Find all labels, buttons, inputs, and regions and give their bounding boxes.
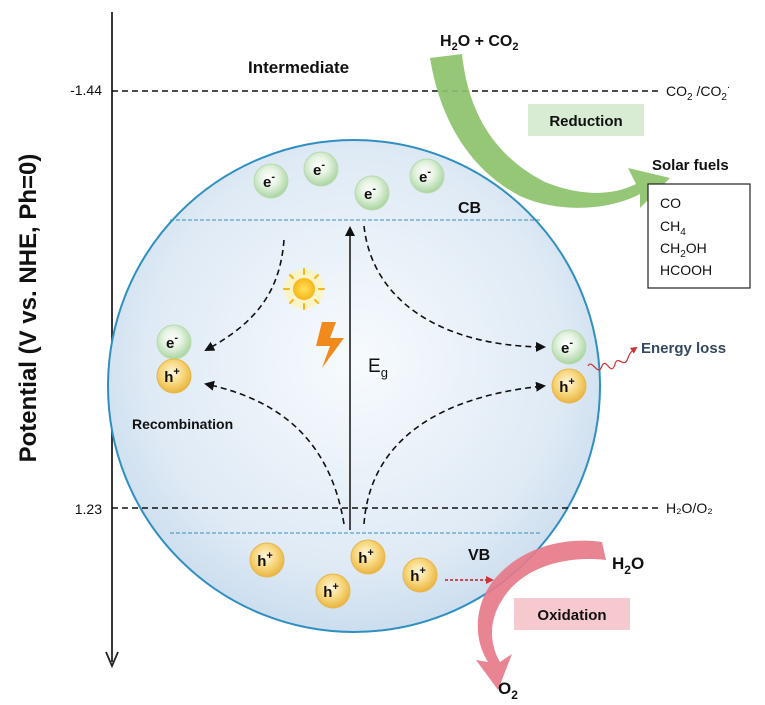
- lightning-icon: [316, 322, 344, 368]
- svg-text:h+: h+: [559, 376, 575, 396]
- intermediate-label: Intermediate: [248, 58, 349, 77]
- solar-fuel-item: CH4: [660, 218, 686, 238]
- sun-icon: [283, 268, 325, 310]
- svg-text:e-: e-: [263, 171, 275, 191]
- oxidation-arrow: [476, 540, 606, 690]
- svg-text:h+: h+: [323, 581, 339, 601]
- oxidation-label: Oxidation: [537, 607, 606, 624]
- electron-particle: e-: [409, 158, 445, 194]
- solar-fuels-title: Solar fuels: [652, 157, 729, 174]
- electron-particle: e-: [354, 175, 390, 211]
- tick-label-bottom: 1.23: [75, 501, 102, 517]
- hole-particle: h+: [315, 573, 351, 609]
- axis-label: Potential (V vs. NHE, Ph=0): [15, 154, 42, 463]
- hole-particle: h+: [551, 368, 587, 404]
- electron-particle: e-: [303, 151, 339, 187]
- right-pair: e- h+: [551, 329, 587, 404]
- solar-fuel-item: CO: [660, 195, 681, 211]
- energy-loss-label: Energy loss: [641, 340, 726, 357]
- electron-particle: e-: [253, 163, 289, 199]
- solar-fuel-item: HCOOH: [660, 262, 712, 278]
- svg-text:e-: e-: [561, 337, 573, 357]
- energy-loss-squiggle: [587, 346, 638, 371]
- vb-holes: h+ h+ h+ h+: [249, 539, 438, 609]
- cb-to-left-path: [204, 239, 285, 351]
- svg-text:h+: h+: [164, 366, 180, 386]
- svg-text:e-: e-: [313, 159, 325, 179]
- vb-to-left-path: [204, 380, 345, 525]
- reduction-arrow: [430, 54, 670, 208]
- cb-electrons: e- e- e- e-: [253, 151, 445, 211]
- oxidation-label-box: [514, 598, 630, 630]
- vb-to-right-path: [363, 381, 546, 525]
- co2-level-label: CO2 /CO2·: [666, 82, 730, 103]
- semiconductor-sphere: [107, 139, 601, 633]
- vb-label: VB: [468, 547, 490, 564]
- reduction-label-box: [528, 104, 644, 136]
- cb-label: CB: [458, 200, 481, 217]
- reduction-label: Reduction: [549, 113, 622, 130]
- tick-label-top: -1.44: [70, 82, 102, 98]
- hole-particle: h+: [402, 557, 438, 593]
- recombination-label: Recombination: [132, 416, 233, 432]
- left-pair: e- h+: [156, 324, 192, 394]
- water-label: H2O: [612, 554, 644, 577]
- hole-particle: h+: [350, 539, 386, 575]
- svg-text:e-: e-: [364, 183, 376, 203]
- svg-text:e-: e-: [166, 332, 178, 352]
- cb-to-right-path: [363, 225, 546, 352]
- hole-particle: h+: [156, 358, 192, 394]
- bandgap-label: Eg: [368, 356, 388, 380]
- charge-transfer-paths: [204, 225, 546, 525]
- electron-particle: e-: [156, 324, 192, 360]
- solar-fuel-item: CH2OH: [660, 240, 707, 260]
- h2o-o2-level-label: H₂O/O₂: [666, 500, 713, 516]
- potential-axis: Potential (V vs. NHE, Ph=0) -1.44 1.23: [15, 12, 119, 669]
- solar-fuels-box: [647, 183, 751, 289]
- svg-text:e-: e-: [419, 166, 431, 186]
- oxygen-label: O2: [498, 679, 518, 702]
- hole-particle: h+: [249, 542, 285, 578]
- svg-text:h+: h+: [410, 565, 426, 585]
- svg-text:h+: h+: [358, 547, 374, 567]
- electron-particle: e-: [551, 329, 587, 365]
- svg-text:h+: h+: [257, 550, 273, 570]
- reactants-h2o-co2: H2O + CO2: [440, 33, 519, 53]
